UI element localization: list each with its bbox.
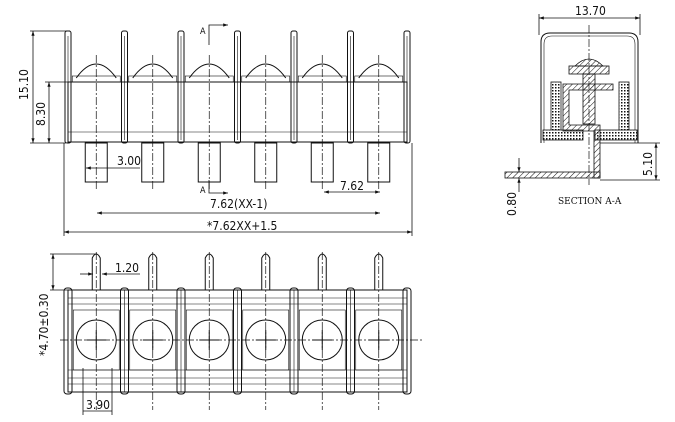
screw-head xyxy=(75,63,117,79)
dim-8-30: 8.30 xyxy=(34,102,48,126)
top-dimensions: *4.70±0.30 1.20 3.90 xyxy=(37,253,140,415)
barrier-wall xyxy=(403,30,411,144)
dim-4-70: *4.70±0.30 xyxy=(37,293,51,356)
dim-7-62: 7.62 xyxy=(340,179,364,193)
dim-5-10: 5.10 xyxy=(641,152,655,176)
screw-head xyxy=(245,63,287,79)
barrier-wall xyxy=(290,30,298,144)
dim-1-20: 1.20 xyxy=(115,261,139,275)
front-view xyxy=(64,30,411,190)
barrier-wall xyxy=(234,30,241,144)
dim-span: 7.62(XX-1) xyxy=(210,197,267,211)
section-view: 13.70 5.10 0.80 SECTION A-A xyxy=(504,4,660,216)
pin xyxy=(254,142,278,183)
screw-head xyxy=(358,63,400,79)
top-barrier xyxy=(346,287,355,395)
section-title: SECTION A-A xyxy=(558,197,622,207)
top-barrier xyxy=(233,287,242,395)
top-barrier xyxy=(63,287,73,395)
dim-15-10: 15.10 xyxy=(17,69,31,100)
dim-0-80: 0.80 xyxy=(505,192,519,216)
pin xyxy=(367,142,391,183)
pin xyxy=(84,142,108,183)
screw-head xyxy=(188,63,230,79)
top-view xyxy=(60,252,422,410)
section-marker-top: A xyxy=(200,27,206,37)
top-barrier xyxy=(289,287,299,395)
screw-head xyxy=(132,63,174,79)
barrier-wall xyxy=(347,30,354,144)
top-barrier xyxy=(402,287,412,395)
section-marker-bottom: A xyxy=(200,186,206,196)
barrier-wall xyxy=(121,30,128,144)
pin xyxy=(310,142,334,183)
dim-3-00: 3.00 xyxy=(117,154,141,168)
screw-head xyxy=(301,63,343,79)
barrier-wall xyxy=(177,30,185,144)
top-barrier xyxy=(120,287,129,395)
dim-overall: *7.62XX+1.5 xyxy=(207,219,277,233)
pin xyxy=(141,142,165,183)
dim-13-70: 13.70 xyxy=(575,4,606,18)
front-dimensions: 15.10 8.30 3.00 7.62 7.62(XX-1) *7.62XX+… xyxy=(17,23,413,236)
dim-3-90: 3.90 xyxy=(86,398,110,412)
pin xyxy=(197,142,221,183)
top-barrier xyxy=(176,287,186,395)
